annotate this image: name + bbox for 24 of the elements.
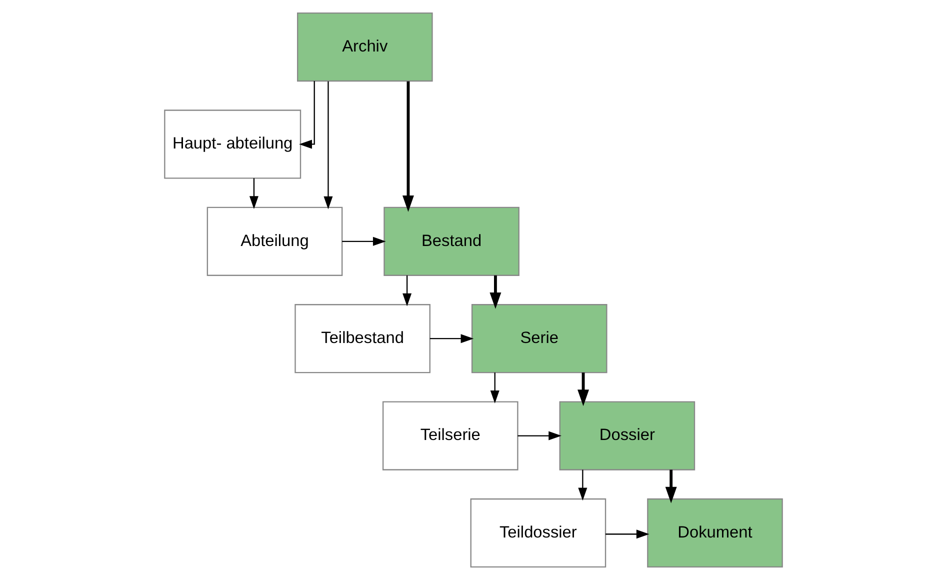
arrow: [606, 530, 650, 539]
arrow: [402, 81, 414, 212]
node-box: Teilserie: [382, 401, 518, 470]
node-box: Haupt- abteilung: [164, 110, 302, 179]
arrow: [578, 470, 588, 501]
node-box: Bestand: [384, 206, 520, 276]
arrow: [249, 178, 258, 210]
node-box: Archiv: [297, 12, 433, 82]
arrow: [578, 372, 590, 406]
arrow: [430, 334, 474, 344]
node-box: Abteilung: [206, 206, 343, 276]
arrow: [665, 470, 677, 504]
arrow: [342, 236, 386, 246]
arrow: [299, 81, 315, 149]
arrow: [490, 372, 500, 404]
node-box: Teildossier: [470, 498, 606, 568]
node-box: Serie: [471, 304, 608, 374]
arrow: [402, 275, 412, 306]
arrow: [324, 81, 333, 210]
node-box: Dokument: [647, 498, 783, 568]
node-box: Dossier: [559, 401, 696, 470]
arrow: [518, 431, 562, 440]
arrow: [490, 275, 502, 309]
node-box: Teilbestand: [294, 304, 430, 374]
